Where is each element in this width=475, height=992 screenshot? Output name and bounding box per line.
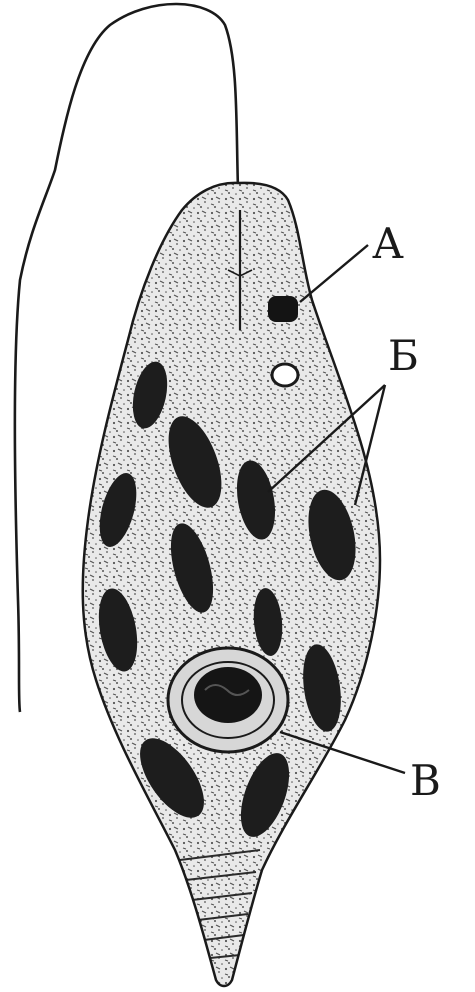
stigma-eyespot: [268, 296, 298, 322]
nucleus: [168, 648, 288, 752]
label-b: Б: [388, 331, 419, 380]
cell-body: [70, 180, 390, 992]
contractile-vacuole: [272, 364, 298, 386]
leader-line-a: [300, 245, 368, 302]
label-c: В: [410, 756, 441, 805]
label-a: А: [372, 219, 404, 268]
nucleolus: [194, 667, 262, 723]
